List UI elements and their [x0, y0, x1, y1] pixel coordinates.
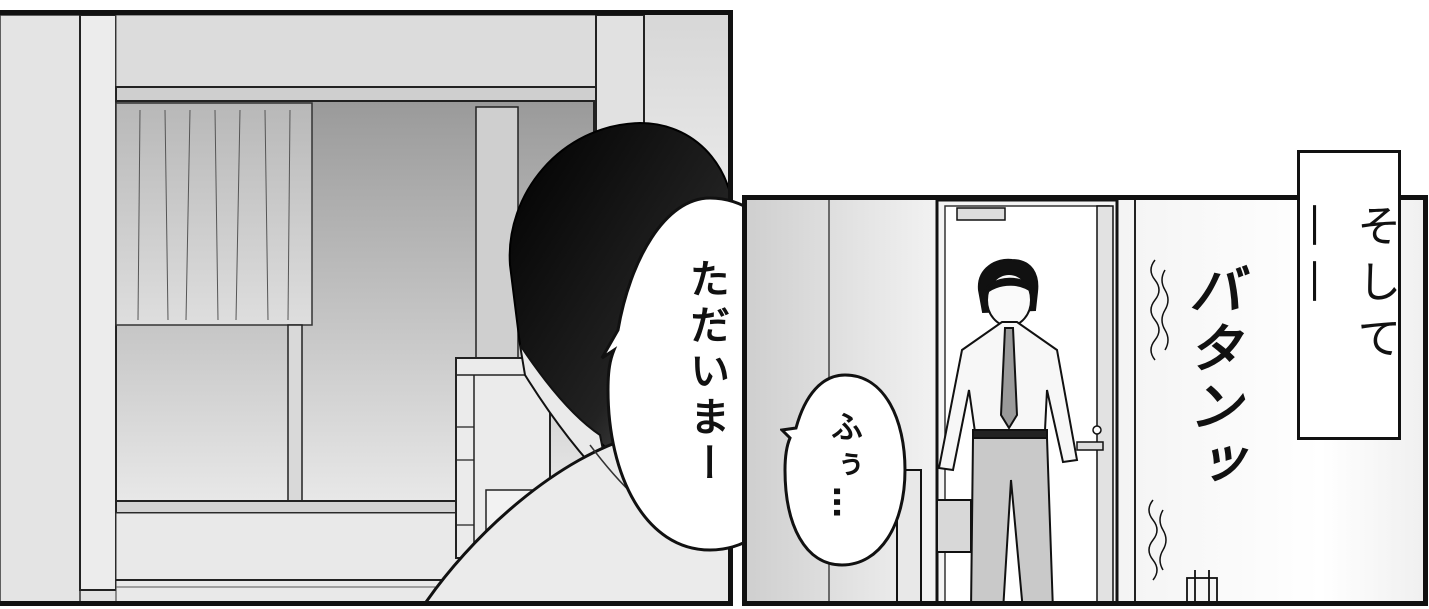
curtain-folds [137, 109, 291, 321]
narration-caption-text: そして—— [1291, 203, 1401, 371]
motion-lines [1148, 259, 1169, 581]
man-figure [936, 258, 1079, 601]
wall-left [0, 15, 81, 601]
curtain [115, 102, 313, 326]
manga-panel-left [0, 10, 733, 606]
speech-bubble-small [780, 373, 907, 567]
room-scene-illustration [0, 15, 728, 601]
pillar [79, 15, 117, 591]
narration-caption-box: そして—— [1292, 150, 1401, 440]
speech-text-fuu: ふぅ… [826, 410, 864, 524]
door-handle [1076, 441, 1104, 451]
umbrella-stand [1186, 570, 1218, 601]
upper-wall [115, 15, 597, 88]
door-closer [956, 207, 1006, 221]
speech-text-tadaima: ただいまー [683, 258, 729, 488]
sfx-batan: バタンッ [1179, 262, 1242, 494]
lintel [115, 86, 597, 102]
